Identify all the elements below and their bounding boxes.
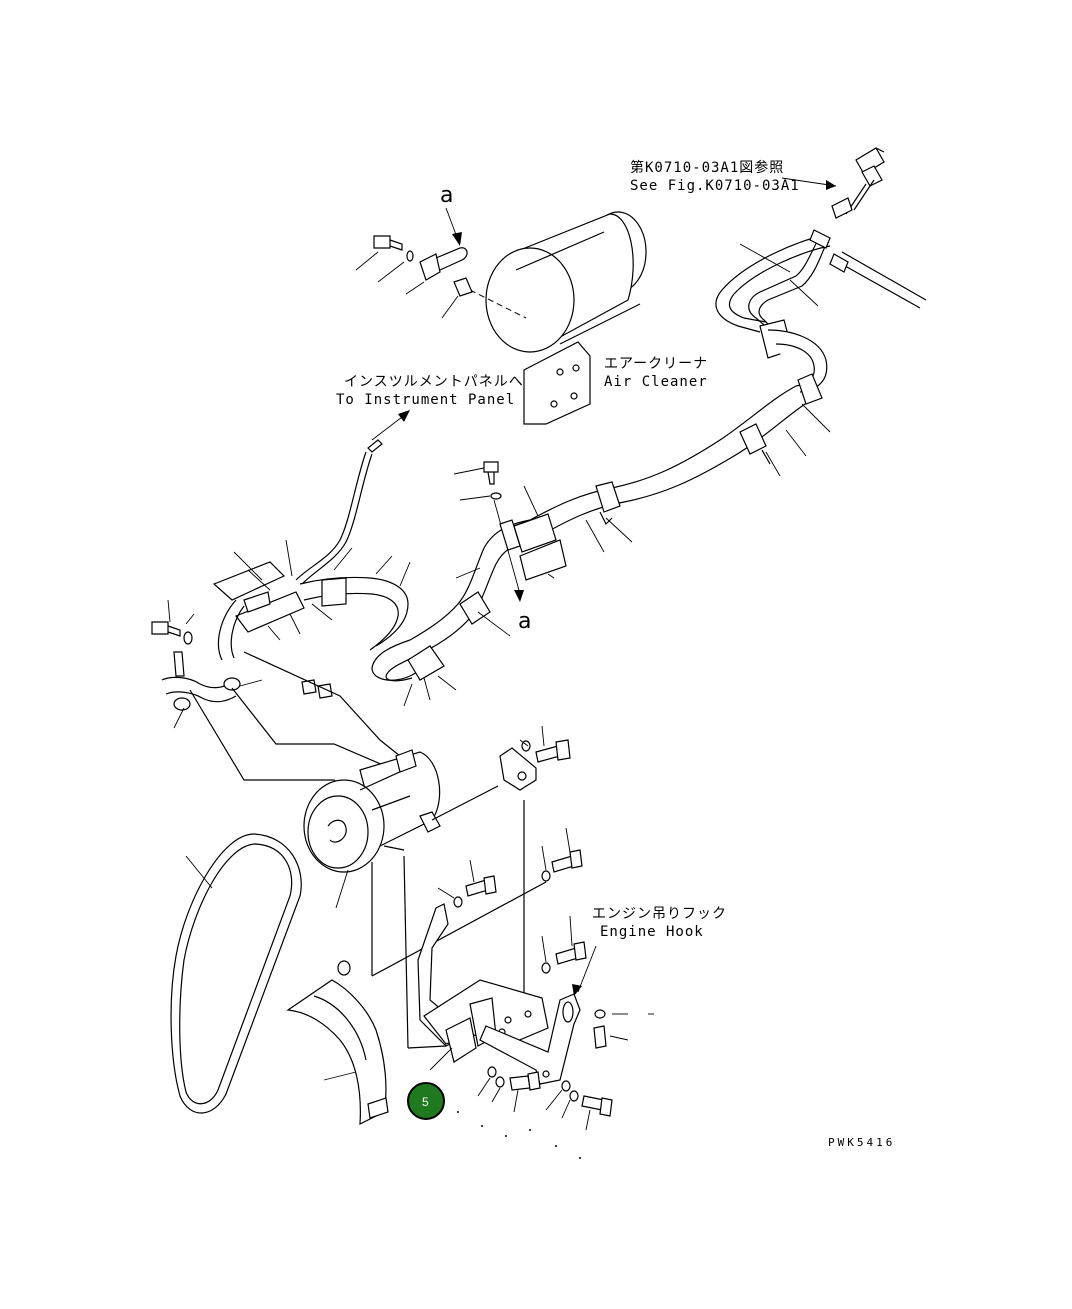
bracket-bolt-parts (355, 235, 473, 319)
leaders-upper (585, 243, 831, 553)
engine-hook-label-jp: エンジン吊りフック (592, 906, 727, 922)
lower-hose-loop (299, 576, 457, 707)
refrigerant-hose-upper (715, 229, 831, 393)
v-belt (170, 833, 302, 1114)
engine-hook-label-en: Engine Hook (600, 924, 704, 940)
bottom-bolts (457, 1066, 613, 1159)
air-cleaner (469, 211, 647, 425)
ref-arrow (781, 177, 837, 190)
harness-connectors (212, 539, 411, 699)
ref-fitting (831, 147, 885, 219)
mid-bolts (371, 827, 587, 977)
main-hose (529, 373, 823, 537)
hook-bolts (593, 1009, 654, 1049)
part-number-badge-label: 5 (422, 1095, 429, 1109)
instrument-label-en: To Instrument Panel (336, 392, 515, 408)
view-letter-mid: a (518, 609, 531, 634)
left-fitting (151, 599, 263, 729)
middle-hose (409, 485, 567, 655)
view-letter-top: a (440, 183, 453, 208)
part-number-badge[interactable]: 5 (407, 1082, 445, 1120)
wire-harness (295, 451, 373, 585)
ref-fig-label-jp: 第K0710-03A1図参照 (630, 159, 784, 176)
belt-cover (286, 960, 389, 1126)
ref-fig-label-en: See Fig.K0710-03A1 (630, 178, 800, 194)
instrument-arrow (367, 410, 410, 453)
compressor (303, 749, 441, 909)
upper-bracket (431, 725, 571, 1010)
mounting-bracket (371, 855, 549, 1071)
air-cleaner-label-jp: エアークリーナ (604, 356, 708, 372)
drawing-code: PWK5416 (828, 1136, 895, 1149)
instrument-label-jp: インスツルメントパネルへ (344, 374, 524, 390)
refrigerant-pipe-right (829, 251, 927, 309)
view-arrow-top (445, 207, 462, 246)
air-cleaner-label-en: Air Cleaner (604, 374, 708, 390)
